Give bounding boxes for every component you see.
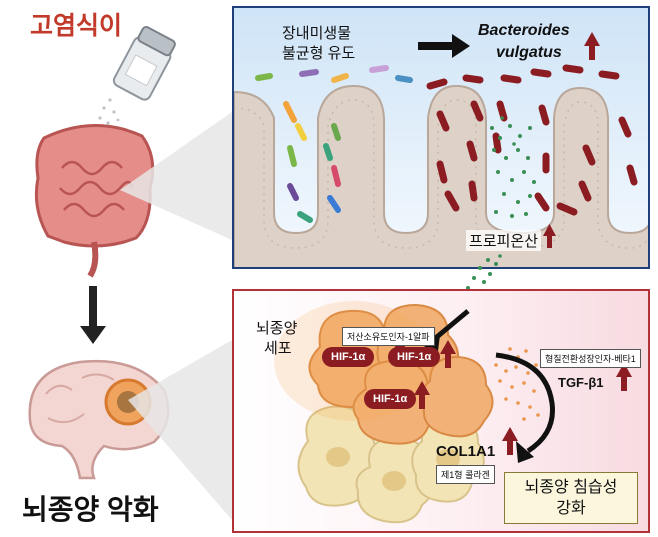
gut-microbiome-panel: 장내미생물 불균형 유도 Bacteroides vulgatus 프로피온산 bbox=[232, 6, 650, 269]
tumor-cell-label-line1: 뇌종양 bbox=[256, 320, 298, 337]
brain-tumor-worsening-label: 뇌종양 악화 bbox=[22, 494, 159, 525]
type1-collagen-box: 제1형 콜라겐 bbox=[436, 465, 495, 484]
hif-pill-3: HIF-1α bbox=[364, 389, 417, 409]
invasion-line2: 강화 bbox=[556, 500, 586, 517]
intestine-icon bbox=[34, 124, 155, 278]
bacteria-name-line1: Bacteroides bbox=[478, 22, 570, 39]
tumor-cell-label-line2: 세포 bbox=[264, 340, 292, 357]
col1a1-label: COL1A1 bbox=[436, 443, 496, 460]
bacteria-name-line2: vulgatus bbox=[496, 44, 562, 61]
hif-pill-1: HIF-1α bbox=[322, 347, 375, 367]
hypoxia-factor-box: 저산소유도인자-1알파 bbox=[342, 327, 435, 346]
microbiome-imbalance-line2: 불균형 유도 bbox=[282, 45, 356, 62]
propionate-label: 프로피온산 bbox=[466, 230, 542, 251]
tgf-beta1-label: TGF-β1 bbox=[558, 375, 604, 390]
invasion-line1: 뇌종양 침습성 bbox=[524, 479, 618, 496]
tgf-full-name-box: 형질전환성장인자-베타1 bbox=[540, 349, 641, 368]
intestinal-villi-illustration bbox=[234, 32, 648, 267]
invasion-enhancement-box: 뇌종양 침습성 강화 bbox=[504, 472, 638, 524]
hif-pill-2: HIF-1α bbox=[388, 347, 441, 367]
microbiome-imbalance-line1: 장내미생물 bbox=[282, 25, 352, 42]
salt-diet-title: 고염식이 bbox=[30, 12, 123, 40]
down-arrow-icon bbox=[80, 286, 106, 344]
